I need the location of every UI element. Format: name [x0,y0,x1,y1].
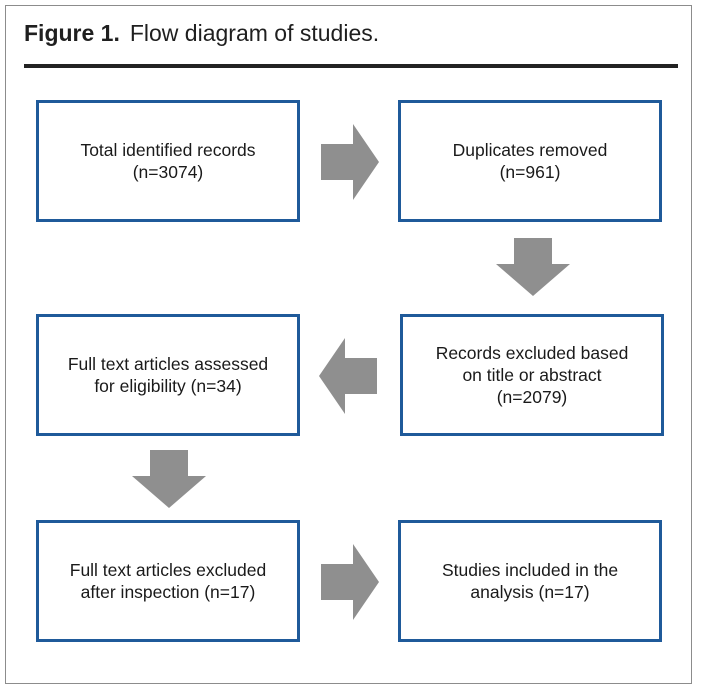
figure-frame [5,5,692,684]
figure-title: Figure 1. Flow diagram of studies. [24,20,379,47]
box-full-text-assessed: Full text articles assessed for eligibil… [36,314,300,436]
box-records-excluded: Records excluded based on title or abstr… [400,314,664,436]
box-studies-included-text: Studies included in the analysis (n=17) [441,560,619,602]
arrow-left-icon [317,338,377,414]
figure-label: Figure 1. [24,20,120,46]
box-duplicates-removed: Duplicates removed (n=961) [398,100,662,222]
arrow-right-icon [321,124,381,200]
figure-caption: Flow diagram of studies. [129,20,380,46]
box-studies-included: Studies included in the analysis (n=17) [398,520,662,642]
arrow-down-icon [132,450,206,508]
arrow-right-icon [321,544,381,620]
title-rule [24,64,678,68]
box-total-identified-records-text: Total identified records (n=3074) [80,140,256,182]
box-records-excluded-text: Records excluded based on title or abstr… [435,343,629,407]
box-full-text-excluded: Full text articles excluded after inspec… [36,520,300,642]
box-duplicates-removed-text: Duplicates removed (n=961) [452,140,608,182]
arrow-down-icon [496,238,570,296]
box-full-text-assessed-text: Full text articles assessed for eligibil… [67,354,269,396]
box-full-text-excluded-text: Full text articles excluded after inspec… [69,560,267,602]
box-total-identified-records: Total identified records (n=3074) [36,100,300,222]
